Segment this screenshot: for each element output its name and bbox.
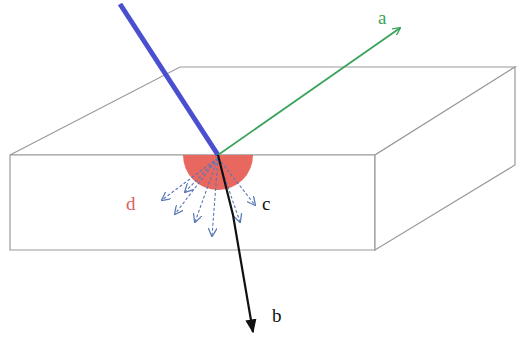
transmitted-ray bbox=[218, 155, 253, 332]
slab-side bbox=[375, 67, 515, 250]
transmitted-label: b bbox=[272, 306, 282, 325]
incident-ray bbox=[120, 4, 218, 155]
reflected-label: a bbox=[378, 8, 386, 27]
scattered-label: c bbox=[262, 194, 270, 213]
diffuse-label: d bbox=[126, 194, 136, 213]
slab bbox=[10, 67, 515, 250]
slab-front bbox=[10, 155, 375, 250]
scatter-arrows bbox=[162, 158, 255, 236]
reflected-ray bbox=[218, 28, 400, 155]
